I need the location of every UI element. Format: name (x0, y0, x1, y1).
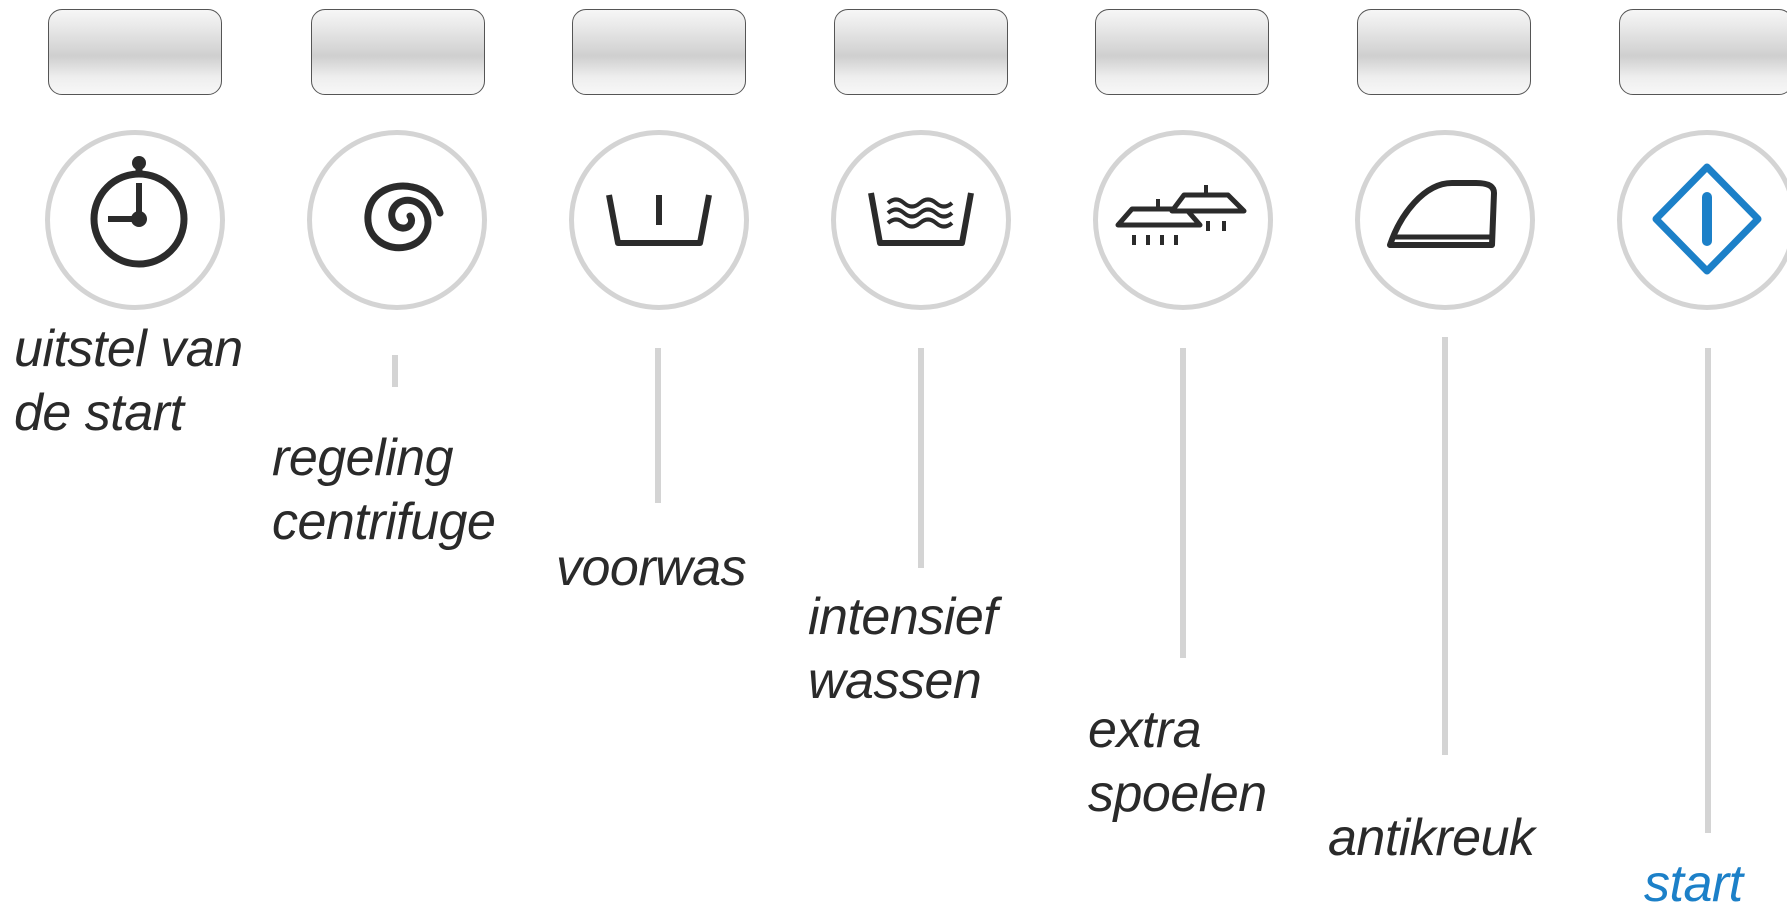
spin-control-label: regeling centrifuge (272, 429, 496, 551)
intensive-leader-line (918, 348, 924, 568)
start-leader-line (1705, 348, 1711, 833)
start-icon-ring (1617, 130, 1787, 310)
intensive-icon-ring (831, 130, 1011, 310)
start-diamond-icon (1652, 163, 1762, 275)
intensive-wash-tub-icon (868, 192, 974, 246)
start-button[interactable] (1619, 9, 1787, 95)
iron-icon (1387, 180, 1497, 248)
anticrease-icon-ring (1355, 130, 1535, 310)
delay-start-icon-ring (45, 130, 225, 310)
anticrease-label: antikreuk (1328, 809, 1535, 867)
prewash-label: voorwas (556, 539, 747, 597)
delay-start-button[interactable] (48, 9, 222, 95)
intensive-wash-button[interactable] (834, 9, 1008, 95)
timer-icon (90, 156, 188, 268)
start-label: start (1644, 855, 1743, 913)
spin-leader-line (392, 355, 398, 387)
anticrease-leader-line (1442, 337, 1448, 755)
spin-icon-ring (307, 130, 487, 310)
delay-start-label: uitstel van de start (14, 320, 243, 442)
spin-control-button[interactable] (311, 9, 485, 95)
rinse-leader-line (1180, 348, 1186, 658)
prewash-leader-line (655, 348, 661, 503)
rinse-icon-ring (1093, 130, 1273, 310)
prewash-icon-ring (569, 130, 749, 310)
extra-rinse-label: extra spoelen (1088, 701, 1267, 823)
extra-rinse-icon (1115, 185, 1247, 245)
extra-rinse-button[interactable] (1095, 9, 1269, 95)
spin-spiral-icon (364, 182, 444, 252)
anticrease-button[interactable] (1357, 9, 1531, 95)
prewash-tub-icon (606, 194, 712, 246)
intensive-wash-label: intensief wassen (808, 588, 998, 710)
prewash-button[interactable] (572, 9, 746, 95)
